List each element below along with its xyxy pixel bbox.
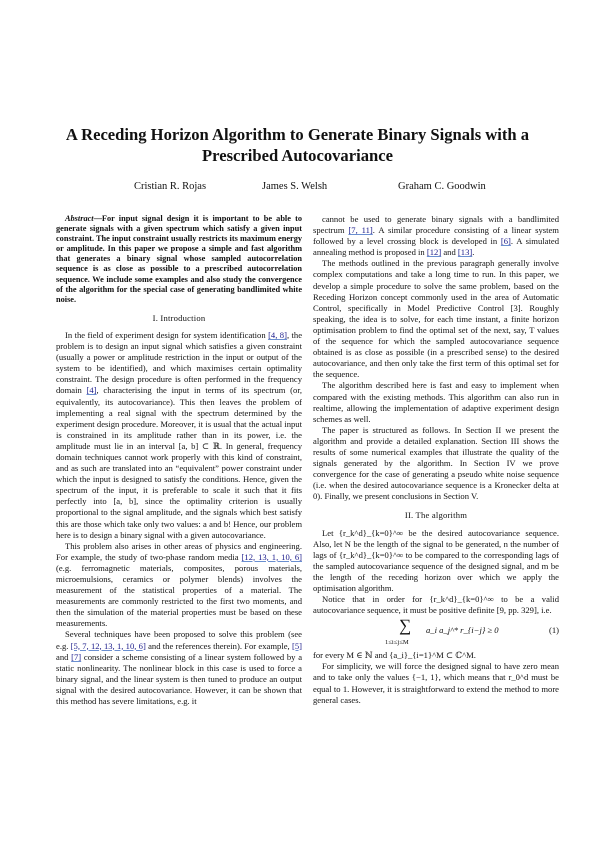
paragraph: Notice that in order for {r_k^d}_{k=0}^∞… — [313, 594, 559, 616]
equation-number: (1) — [548, 625, 559, 636]
summation-symbol: ∑ — [399, 616, 412, 636]
paragraph: In the field of experiment design for sy… — [56, 329, 303, 540]
paragraph: Let {r_k^d}_{k=0}^∞ be the desired autoc… — [313, 527, 559, 593]
citation-link[interactable]: [7] — [71, 651, 82, 662]
left-column: Abstract—For input signal design it is i… — [56, 214, 302, 707]
equation-expression: a_i a_j^* r_{i−j} ≥ 0 — [426, 625, 499, 636]
paragraph: for every M ∈ ℕ and {a_i}_{i=1}^M ⊂ ℂ^M. — [313, 650, 476, 661]
paragraph: This problem also arises in other areas … — [56, 540, 302, 629]
citation-link[interactable]: [13] — [457, 247, 473, 258]
right-column: cannot be used to generate binary signal… — [313, 214, 559, 706]
paragraph: The paper is structured as follows. In S… — [313, 424, 559, 502]
introduction-continued: cannot be used to generate binary signal… — [313, 214, 559, 502]
section-heading-introduction: I. Introduction — [152, 312, 206, 323]
citation-link[interactable]: [5] — [291, 640, 302, 651]
introduction-body: In the field of experiment design for sy… — [56, 330, 302, 707]
paragraph: The methods outlined in the previous par… — [313, 258, 559, 380]
section-heading-algorithm: II. The algorithm — [404, 510, 468, 521]
abstract-label: Abstract — [65, 214, 94, 223]
abstract-text: —For input signal design it is important… — [56, 214, 302, 304]
equation-1: ∑ 1≤i≤j≤M a_i a_j^* r_{i−j} ≥ 0 (1) — [313, 616, 559, 647]
author-list: Cristian R. Rojas James S. Welsh Graham … — [40, 181, 555, 195]
paragraph: The algorithm described here is fast and… — [313, 380, 559, 424]
citation-link[interactable]: [4, 8] — [268, 329, 287, 340]
citation-link[interactable]: [6] — [500, 236, 511, 247]
paragraph: cannot be used to generate binary signal… — [313, 214, 559, 258]
author-name: Cristian R. Rojas — [134, 181, 207, 192]
citation-link[interactable]: [7, 11] — [348, 225, 373, 236]
abstract: Abstract—For input signal design it is i… — [56, 214, 302, 305]
citation-link[interactable]: [12, 13, 1, 10, 6] — [241, 551, 302, 562]
citation-link[interactable]: [4] — [86, 385, 97, 396]
paragraph: Several techniques have been proposed to… — [56, 629, 303, 707]
citation-link[interactable]: [5, 7, 12, 13, 1, 10, 6] — [70, 640, 146, 651]
paragraph: For simplicity, we will force the design… — [313, 661, 559, 705]
author-name: Graham C. Goodwin — [398, 181, 486, 192]
author-name: James S. Welsh — [262, 181, 328, 192]
paper-title: A Receding Horizon Algorithm to Generate… — [65, 125, 530, 165]
summation-range: 1≤i≤j≤M — [385, 639, 409, 647]
citation-link[interactable]: [12] — [426, 247, 442, 258]
